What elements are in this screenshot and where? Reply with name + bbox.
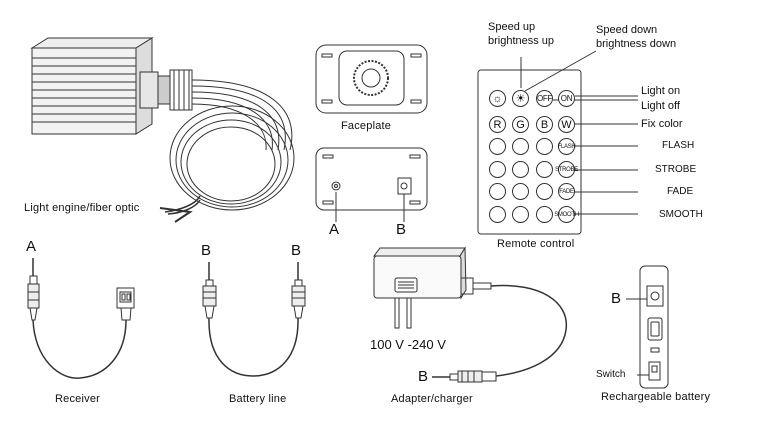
callout-fix-color: Fix color bbox=[641, 118, 683, 130]
speed-down-button[interactable]: ☀ bbox=[512, 90, 529, 107]
adapter-label: Adapter/charger bbox=[391, 393, 473, 405]
color-button[interactable] bbox=[512, 138, 529, 155]
receiver-label: Receiver bbox=[55, 393, 101, 405]
callout-smooth: SMOOTH bbox=[659, 209, 703, 220]
red-button[interactable]: R bbox=[489, 116, 506, 133]
color-button[interactable] bbox=[536, 161, 553, 178]
green-button[interactable]: G bbox=[512, 116, 529, 133]
remote-illustration bbox=[477, 50, 638, 235]
fade-button[interactable]: FADE bbox=[558, 183, 575, 200]
adapter-port-b: B bbox=[418, 368, 429, 385]
callout-light-on: Light on bbox=[641, 85, 681, 97]
receiver-illustration bbox=[27, 258, 135, 379]
color-button[interactable] bbox=[512, 206, 529, 223]
adapter-voltage: 100 V -240 V bbox=[370, 337, 446, 352]
sun-icon: ☼ bbox=[492, 92, 503, 105]
battery-line-port-b1: B bbox=[201, 242, 212, 259]
blue-button[interactable]: B bbox=[536, 116, 553, 133]
battery-switch-label: Switch bbox=[596, 369, 626, 380]
callout-strobe: STROBE bbox=[655, 164, 697, 175]
battery-line-label: Battery line bbox=[229, 393, 287, 405]
color-button[interactable] bbox=[489, 183, 506, 200]
color-button[interactable] bbox=[489, 206, 506, 223]
battery-label: Rechargeable battery bbox=[601, 391, 711, 403]
color-button[interactable] bbox=[512, 161, 529, 178]
color-button[interactable] bbox=[536, 183, 553, 200]
receiver-port-a: A bbox=[26, 238, 37, 255]
faceplate-back-illustration bbox=[315, 147, 428, 222]
color-button[interactable] bbox=[536, 206, 553, 223]
battery-line-port-b2: B bbox=[291, 242, 302, 259]
color-button[interactable] bbox=[489, 161, 506, 178]
callout-speed-down: Speed down brightness down bbox=[596, 24, 677, 50]
color-button[interactable] bbox=[536, 138, 553, 155]
battery-illustration bbox=[626, 265, 669, 389]
speed-up-button[interactable]: ☼ bbox=[489, 90, 506, 107]
sun-dim-icon: ☀ bbox=[515, 93, 526, 105]
adapter-illustration bbox=[373, 246, 568, 383]
battery-port-b: B bbox=[611, 290, 622, 307]
faceplate-front-illustration bbox=[315, 44, 428, 114]
faceplate-port-b: B bbox=[396, 221, 407, 238]
faceplate-port-a: A bbox=[329, 221, 340, 238]
off-button[interactable]: OFF bbox=[536, 90, 553, 107]
on-button[interactable]: ON bbox=[558, 90, 575, 107]
color-button[interactable] bbox=[489, 138, 506, 155]
smooth-button[interactable]: SMOOTH bbox=[554, 206, 579, 223]
white-button[interactable]: W bbox=[558, 116, 575, 133]
callout-light-off: Light off bbox=[641, 100, 680, 112]
strobe-button[interactable]: STROBE bbox=[555, 161, 578, 178]
callout-fade: FADE bbox=[667, 186, 694, 197]
callout-speed-up: Speed up brightness up bbox=[488, 21, 555, 47]
flash-button[interactable]: FLASH bbox=[558, 138, 576, 155]
battery-line-illustration bbox=[202, 262, 306, 377]
callout-flash: FLASH bbox=[662, 140, 695, 151]
faceplate-label: Faceplate bbox=[341, 120, 392, 132]
remote-label: Remote control bbox=[497, 238, 575, 250]
light-engine-label: Light engine/fiber optic bbox=[24, 202, 140, 214]
color-button[interactable] bbox=[512, 183, 529, 200]
light-engine-illustration bbox=[30, 37, 295, 223]
